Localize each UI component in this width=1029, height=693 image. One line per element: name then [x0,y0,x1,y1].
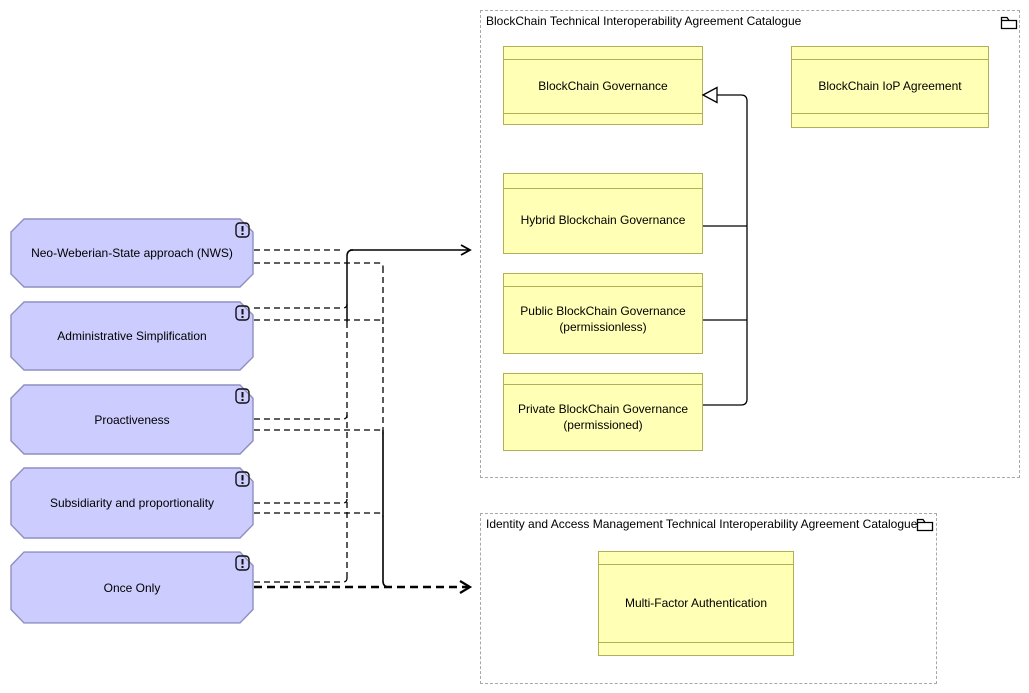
group-iam-catalogue[interactable]: Identity and Access Management Technical… [480,513,937,684]
contract-bottom-strip [504,113,702,124]
contract-top-strip [504,174,702,189]
group-blockchain-catalogue[interactable]: BlockChain Technical Interoperability Ag… [480,10,1020,478]
folder-icon [916,518,934,532]
contract-top-strip [504,47,702,60]
contract-label: BlockChain IoP Agreement [818,78,962,93]
group-title: BlockChain Technical Interoperability Ag… [486,14,802,28]
principle-neo-weberian-state[interactable]: Neo-Weberian-State approach (NWS) [10,218,254,288]
contract-hybrid-blockchain-governance[interactable]: Hybrid Blockchain Governance [503,173,703,254]
contract-label: BlockChain Governance [538,78,668,93]
contract-label: Multi-Factor Authentication [624,595,768,610]
principle-label: Once Only [103,580,161,595]
exclamation-icon [235,305,250,321]
contract-top-strip [504,374,702,385]
contract-label: Public BlockChain Governance (permission… [520,304,686,334]
bundle-trunk-up[interactable] [346,244,472,578]
arrowhead-top [460,244,472,256]
principle-proactiveness[interactable]: Proactiveness [10,384,254,455]
principle-label: Neo-Weberian-State approach (NWS) [31,246,233,260]
exclamation-icon [235,555,250,571]
exclamation-icon [235,222,250,238]
principle-label: Administrative Simplification [57,329,207,343]
exclamation-icon [235,388,250,404]
contract-top-strip [599,552,793,565]
principle-subsidiarity-proportionality[interactable]: Subsidiarity and proportionality [10,467,254,539]
realization-stubs-lower[interactable] [254,262,384,518]
contract-bottom-strip [599,642,793,655]
principle-once-only[interactable]: Once Only [10,551,254,624]
principle-label: Subsidiarity and proportionality [49,496,215,510]
contract-multi-factor-authentication[interactable]: Multi-Factor Authentication [598,551,794,656]
arrowhead-bottom [459,580,473,594]
principle-label: Proactiveness [94,412,170,427]
contract-public-blockchain-governance[interactable]: Public BlockChain Governance (permission… [503,273,703,354]
contract-private-blockchain-governance[interactable]: Private BlockChain Governance (permissio… [503,373,703,451]
contract-label: Hybrid Blockchain Governance [520,213,686,228]
principle-administrative-simplification[interactable]: Administrative Simplification [10,301,254,371]
group-title: Identity and Access Management Technical… [486,517,918,531]
contract-label: Private BlockChain Governance (permissio… [517,401,689,432]
bundle-trunk-down[interactable] [254,267,473,594]
exclamation-icon [235,471,250,487]
contract-blockchain-iop-agreement[interactable]: BlockChain IoP Agreement [791,46,989,128]
contract-bottom-strip [792,113,988,127]
contract-top-strip [792,47,988,60]
contract-top-strip [504,274,702,287]
contract-blockchain-governance[interactable]: BlockChain Governance [503,46,703,125]
folder-icon [1000,16,1018,30]
realization-stubs-upper[interactable] [254,249,348,583]
